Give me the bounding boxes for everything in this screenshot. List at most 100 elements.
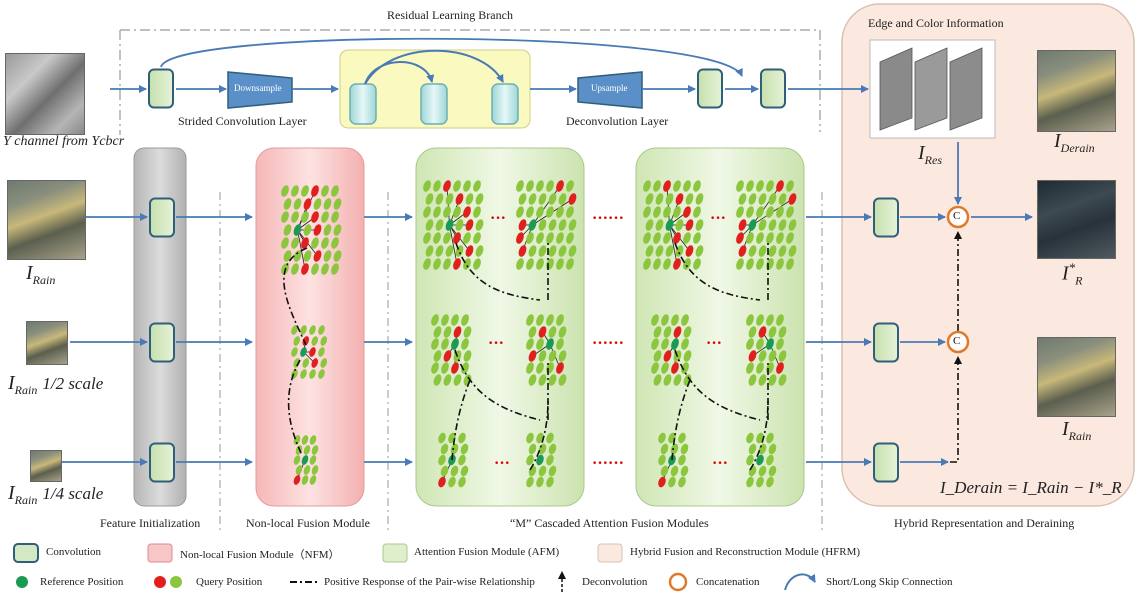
query-dot	[473, 180, 481, 192]
nfm-grid-top	[281, 185, 342, 275]
query-dot	[313, 198, 322, 210]
hybrid-caption: Hybrid Representation and Deraining	[894, 516, 1075, 530]
attention-dot-grids	[281, 180, 797, 488]
query-dot	[311, 237, 319, 249]
query-dot	[465, 193, 474, 205]
query-dot	[758, 193, 767, 205]
i-derain-base: I	[1054, 130, 1061, 152]
query-dot	[556, 314, 564, 326]
query-dot	[321, 211, 329, 223]
concat-symbol-1: C	[953, 210, 961, 222]
query-dot	[528, 326, 537, 338]
conv-block-out-3	[873, 442, 899, 483]
query-dot	[313, 224, 322, 236]
query-dot	[309, 325, 316, 335]
query-dot	[293, 475, 301, 485]
rain-output-image	[1037, 337, 1116, 417]
query-dot	[685, 245, 694, 257]
query-dot	[548, 465, 557, 477]
query-dot	[526, 258, 534, 270]
query-dot	[671, 362, 679, 374]
query-dot	[536, 258, 544, 270]
query-dot	[776, 232, 784, 244]
query-dot	[546, 476, 554, 488]
query-dot	[333, 250, 342, 262]
query-dot	[291, 237, 299, 249]
dots-row2-c: ···	[706, 335, 723, 352]
edge-color-maps	[869, 39, 996, 139]
query-dot	[776, 338, 784, 350]
query-dot	[291, 347, 298, 357]
upsample-block	[577, 71, 643, 109]
query-dot	[653, 180, 661, 192]
query-dot	[746, 232, 754, 244]
query-dot	[756, 232, 764, 244]
legend-skip: Short/Long Skip Connection	[826, 576, 953, 588]
query-dot	[756, 338, 764, 350]
query-dot	[665, 193, 674, 205]
query-dot	[748, 443, 757, 455]
query-dot	[451, 362, 459, 374]
query-dot	[693, 232, 701, 244]
legend-shapes	[13, 543, 816, 592]
reference-dot	[536, 454, 544, 466]
query-dot	[758, 245, 767, 257]
query-dot	[528, 245, 537, 257]
query-dot	[475, 245, 484, 257]
dots-row1-a: ···	[490, 210, 507, 227]
query-dot	[311, 358, 319, 368]
query-dot	[318, 325, 325, 335]
query-dot	[461, 362, 469, 374]
query-dot	[548, 193, 557, 205]
edge-color-title: Edge and Color Information	[868, 16, 1004, 30]
query-dot	[528, 374, 537, 386]
query-dot	[423, 206, 431, 218]
query-dot	[536, 314, 544, 326]
derain-image	[1037, 50, 1116, 132]
query-dot	[548, 326, 557, 338]
query-dot	[301, 211, 309, 223]
query-dot	[443, 258, 451, 270]
legend-query: Query Position	[196, 576, 263, 588]
query-dot	[653, 232, 661, 244]
query-dot	[778, 219, 787, 231]
query-dot	[463, 206, 471, 218]
query-dot	[695, 193, 704, 205]
query-dot	[738, 193, 747, 205]
rain-image-quarter	[30, 450, 62, 482]
query-dot	[746, 432, 754, 444]
nonlocal-caption: Non-local Fusion Module	[246, 516, 370, 530]
query-dot	[518, 219, 527, 231]
query-dot	[463, 350, 472, 362]
query-dot	[748, 326, 757, 338]
query-dot	[546, 206, 554, 218]
query-dot	[643, 232, 651, 244]
query-dot	[435, 193, 444, 205]
query-dot	[463, 326, 472, 338]
query-dot	[778, 193, 787, 205]
reference-dot	[300, 347, 307, 357]
query-dot	[283, 224, 292, 236]
dots-row3-c: ···	[712, 455, 729, 472]
legend-nfm: Non-local Fusion Module（NFM）	[180, 549, 340, 561]
query-dot	[658, 454, 666, 466]
query-dot	[518, 245, 527, 257]
y-channel-image	[5, 53, 85, 135]
i-rain-out-sub: Rain	[1068, 429, 1092, 443]
conv-block-top-3	[760, 68, 786, 109]
query-dot	[758, 465, 767, 477]
query-dot	[768, 193, 777, 205]
query-dot	[451, 314, 459, 326]
query-dot	[461, 314, 469, 326]
afm1-grid-bottom-a	[438, 432, 469, 488]
rain-residual-image	[1037, 180, 1116, 259]
i-rain-out-label: IRain	[1062, 418, 1091, 444]
query-dot	[675, 193, 684, 205]
query-dot	[548, 219, 557, 231]
query-dot	[655, 219, 664, 231]
query-dot	[443, 206, 451, 218]
query-dot	[558, 326, 567, 338]
query-dot	[331, 237, 339, 249]
conv-block-top-1	[148, 68, 174, 109]
i-rain-label: IRain	[26, 262, 55, 288]
